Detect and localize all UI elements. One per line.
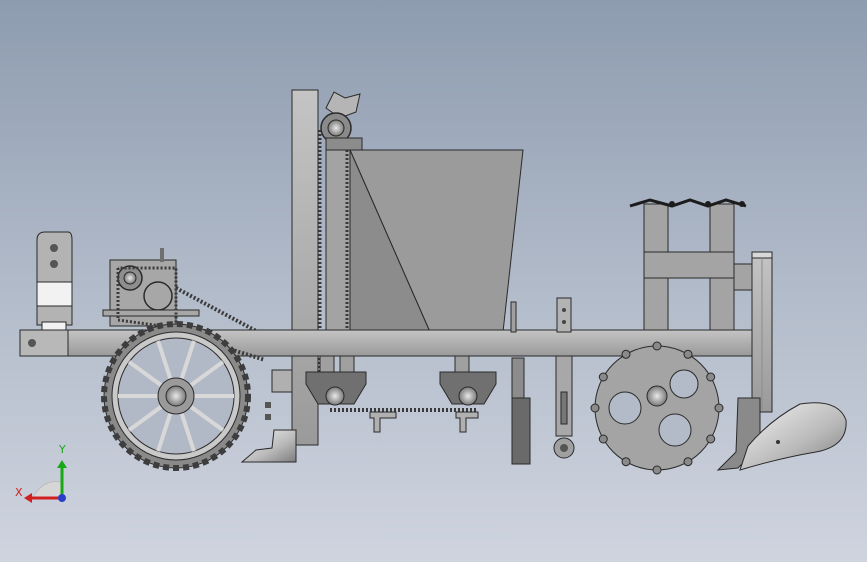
wheel-spoke (127, 360, 165, 389)
wheel-spoke (127, 403, 165, 432)
covering-shoe (240, 369, 297, 463)
wheel-lug (706, 434, 716, 444)
wheel-lug (621, 349, 631, 359)
wheel-spoke (187, 403, 225, 432)
lower-drive-chain (199, 338, 479, 433)
seed-hopper (349, 149, 524, 333)
top-sprocket (320, 91, 363, 151)
wheel-spoke (179, 340, 196, 382)
y-axis-label: Y (58, 443, 66, 456)
gearbox (102, 248, 200, 327)
wheel-spoke (156, 340, 173, 382)
wheel-spoke (179, 410, 196, 452)
wheel-lug (683, 349, 693, 359)
furrow-opener (510, 301, 531, 465)
seed-tube (553, 297, 575, 459)
rear-tube (751, 251, 773, 413)
coordinate-triad-icon: Y X (15, 443, 67, 503)
bearing-block (305, 355, 367, 406)
wheel-lug (590, 403, 600, 413)
wheel-lug (652, 465, 662, 475)
bearing-block (439, 355, 497, 406)
rear-frame (629, 198, 763, 331)
wheel-lug (706, 372, 716, 382)
plow-share (716, 397, 847, 471)
wheel-lug (714, 403, 724, 413)
wheel-spoke (187, 360, 225, 389)
wheel-lug (683, 457, 693, 467)
ground-drive-wheel (101, 321, 251, 471)
hitch-bracket (36, 231, 73, 331)
x-axis-label: X (15, 486, 23, 499)
wheel-lug (598, 372, 608, 382)
wheel-lug (652, 341, 662, 351)
press-wheel (590, 341, 724, 475)
wheel-spoke (156, 410, 173, 452)
wheel-lug (621, 457, 631, 467)
wheel-lug (598, 434, 608, 444)
